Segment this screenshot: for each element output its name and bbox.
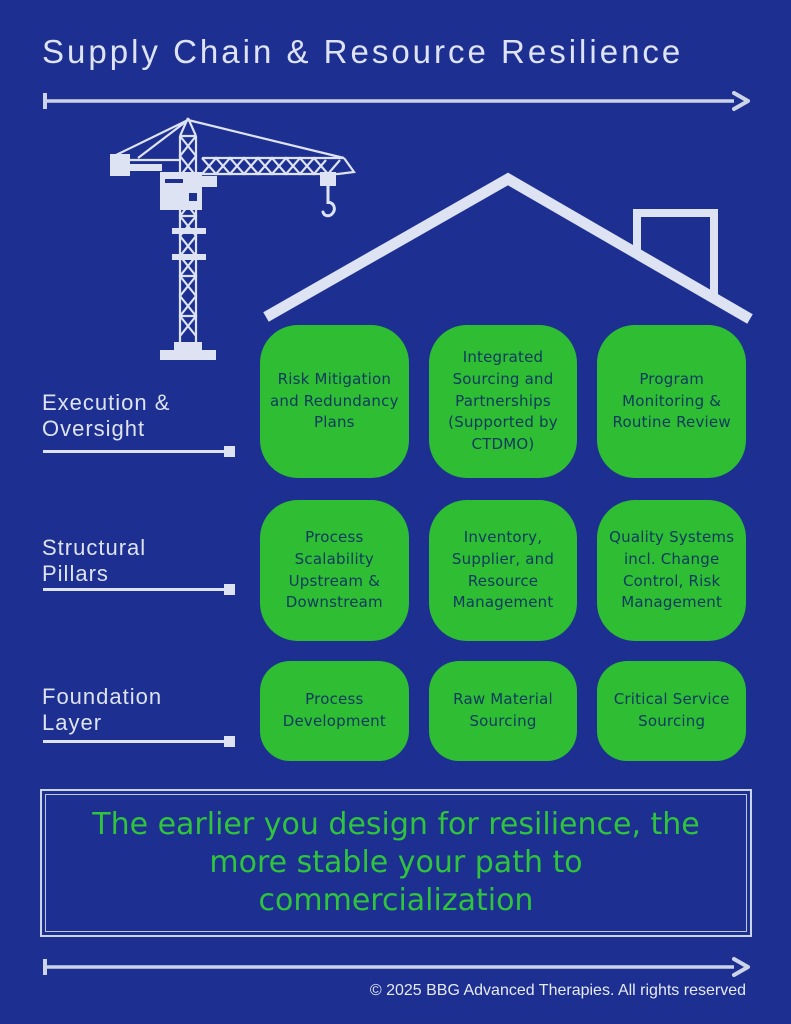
pillar-box-label: Quality Systems incl. Change Control, Ri… [609, 528, 735, 612]
house-roof-icon [263, 172, 753, 324]
pillar-box: Risk Mitigation and Redundancy Plans [260, 325, 409, 478]
row-label-rule [43, 736, 235, 747]
timeline-arrow-bottom-icon [43, 957, 750, 977]
pillar-box: Quality Systems incl. Change Control, Ri… [597, 500, 747, 641]
pillar-box-label: Program Monitoring & Routine Review [612, 369, 731, 432]
message-text: The earlier you design for resilience, t… [92, 806, 700, 919]
grid-row-execution: Risk Mitigation and Redundancy Plans Int… [260, 325, 747, 478]
rule-endpoint-square [224, 736, 235, 747]
rule-endpoint-square [224, 446, 235, 457]
rule-endpoint-square [224, 584, 235, 595]
pillars-grid: Risk Mitigation and Redundancy Plans Int… [260, 325, 747, 761]
chimney-line [633, 209, 718, 298]
pillar-box: Process Development [260, 661, 409, 761]
pillar-box-label: Raw Material Sourcing [453, 690, 553, 730]
timeline-arrow-top-icon [43, 91, 750, 111]
pillar-box-label: Integrated Sourcing and Partnerships (Su… [448, 348, 558, 454]
pillar-box-label: Inventory, Supplier, and Resource Manage… [451, 528, 555, 612]
pillar-box: Critical Service Sourcing [597, 661, 747, 761]
row-label-structural-pillars: Structural Pillars [42, 535, 147, 586]
row-label-rule [43, 584, 235, 595]
pillar-box: Program Monitoring & Routine Review [597, 325, 747, 478]
row-label-execution-oversight: Execution & Oversight [42, 390, 171, 441]
pillar-box: Raw Material Sourcing [428, 661, 578, 761]
pillar-box: Integrated Sourcing and Partnerships (Su… [428, 325, 578, 478]
grid-row-foundation: Process Development Raw Material Sourcin… [260, 661, 747, 761]
page-title: Supply Chain & Resource Resilience [42, 33, 684, 70]
pillar-box-label: Process Scalability Upstream & Downstrea… [285, 528, 383, 612]
pillar-box: Inventory, Supplier, and Resource Manage… [428, 500, 578, 641]
row-label-rule [43, 446, 235, 457]
copyright-text: © 2025 BBG Advanced Therapies. All right… [369, 982, 746, 999]
message-box: The earlier you design for resilience, t… [40, 789, 752, 937]
grid-row-structural: Process Scalability Upstream & Downstrea… [260, 500, 747, 641]
pillar-box-label: Risk Mitigation and Redundancy Plans [270, 369, 399, 432]
pillar-box: Process Scalability Upstream & Downstrea… [260, 500, 409, 641]
roof-line [263, 172, 753, 324]
pillar-box-label: Process Development [282, 690, 386, 730]
pillar-box-label: Critical Service Sourcing [613, 690, 730, 730]
tower-crane-icon [110, 117, 356, 360]
row-label-foundation-layer: Foundation Layer [42, 684, 163, 735]
message-box-inner-frame: The earlier you design for resilience, t… [45, 794, 747, 932]
